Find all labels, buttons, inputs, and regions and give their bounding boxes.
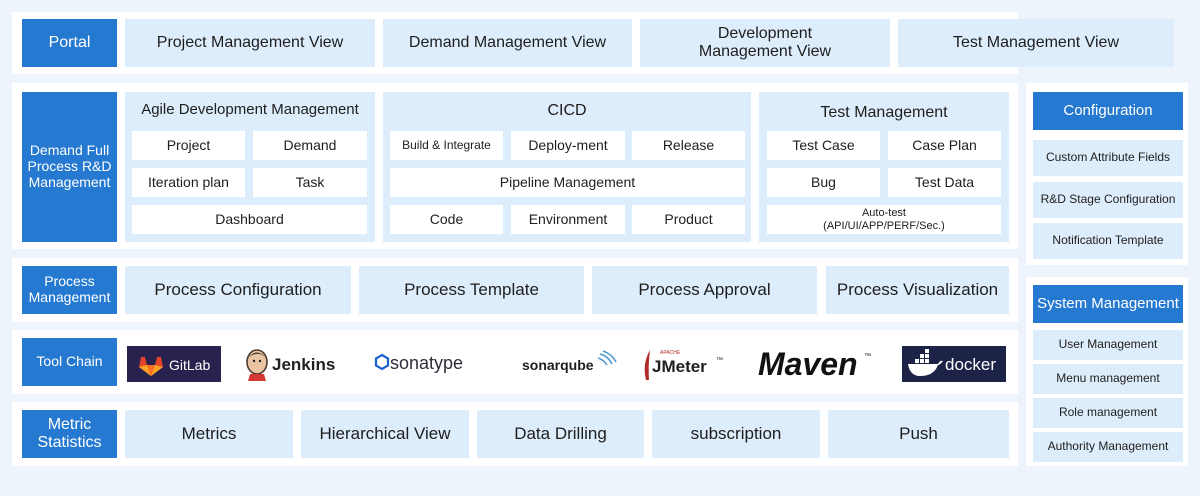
cicd-environment[interactable]: Environment [511, 205, 625, 234]
menu-management[interactable]: Menu management [1033, 364, 1183, 394]
cicd-code[interactable]: Code [390, 205, 503, 234]
development-management-view[interactable]: Development Management View [640, 19, 890, 67]
sonarqube-text: sonarqube [522, 357, 594, 373]
metric-statistics-label[interactable]: Metric Statistics [22, 410, 117, 458]
sonatype-hexagon-icon [374, 353, 390, 371]
metric-push[interactable]: Push [828, 410, 1009, 458]
process-management-label[interactable]: Process Management [22, 266, 117, 314]
project-management-view[interactable]: Project Management View [125, 19, 375, 67]
agile-demand[interactable]: Demand [253, 131, 367, 160]
authority-management[interactable]: Authority Management [1033, 432, 1183, 462]
test-management-view[interactable]: Test Management View [898, 19, 1174, 67]
jmeter-text: JMeter [652, 357, 707, 376]
agile-iteration-plan[interactable]: Iteration plan [132, 168, 245, 197]
gitlab-text: GitLab [169, 357, 210, 373]
process-approval[interactable]: Process Approval [592, 266, 817, 314]
test-title: Test Management [820, 104, 948, 122]
maven-text: Maven [758, 346, 858, 382]
sonarqube-waves-icon [597, 350, 617, 366]
jmeter-feather-icon [644, 350, 650, 380]
demand-management-view[interactable]: Demand Management View [383, 19, 632, 67]
jenkins-logo[interactable]: Jenkins [244, 344, 344, 384]
maven-logo[interactable]: Maven ™ [756, 344, 876, 384]
test-data[interactable]: Test Data [888, 168, 1001, 197]
rd-stage-configuration[interactable]: R&D Stage Configuration [1033, 182, 1183, 218]
sonatype-text: sonatype [390, 353, 463, 373]
jenkins-butler-icon [246, 349, 268, 381]
process-configuration[interactable]: Process Configuration [125, 266, 351, 314]
test-bug[interactable]: Bug [767, 168, 880, 197]
cicd-product[interactable]: Product [632, 205, 745, 234]
metric-hierarchical-view[interactable]: Hierarchical View [301, 410, 469, 458]
test-case[interactable]: Test Case [767, 131, 880, 160]
metric-subscription[interactable]: subscription [652, 410, 820, 458]
jmeter-apache-text: APACHE [660, 350, 681, 356]
docker-logo[interactable]: docker [902, 346, 1006, 382]
process-visualization[interactable]: Process Visualization [826, 266, 1009, 314]
tool-chain-label[interactable]: Tool Chain [22, 338, 117, 386]
custom-attribute-fields[interactable]: Custom Attribute Fields [1033, 140, 1183, 176]
jmeter-logo[interactable]: APACHE JMeter ™ [640, 344, 726, 384]
system-management-title[interactable]: System Management [1033, 285, 1183, 323]
process-template[interactable]: Process Template [359, 266, 584, 314]
cicd-title: CICD [547, 102, 587, 120]
maven-tm-text: ™ [864, 353, 871, 360]
docker-whale-icon [908, 349, 943, 376]
configuration-title[interactable]: Configuration [1033, 92, 1183, 130]
jmeter-tm-text: ™ [716, 357, 723, 364]
notification-template[interactable]: Notification Template [1033, 223, 1183, 259]
demand-full-process-label[interactable]: Demand Full Process R&D Management [22, 92, 117, 242]
role-management[interactable]: Role management [1033, 398, 1183, 428]
user-management[interactable]: User Management [1033, 330, 1183, 360]
test-case-plan[interactable]: Case Plan [888, 131, 1001, 160]
gitlab-logo[interactable]: GitLab [127, 346, 221, 382]
cicd-pipeline-management[interactable]: Pipeline Management [390, 168, 745, 197]
agile-project[interactable]: Project [132, 131, 245, 160]
sonatype-logo[interactable]: sonatype [374, 348, 484, 378]
test-auto-test[interactable]: Auto-test (API/UI/APP/PERF/Sec.) [767, 205, 1001, 234]
agile-dashboard[interactable]: Dashboard [132, 205, 367, 234]
agile-title: Agile Development Management [141, 100, 359, 118]
cicd-build-integrate[interactable]: Build & Integrate [390, 131, 503, 160]
cicd-release[interactable]: Release [632, 131, 745, 160]
agile-task[interactable]: Task [253, 168, 367, 197]
portal-label[interactable]: Portal [22, 19, 117, 67]
gitlab-fox-icon [139, 357, 163, 376]
metric-data-drilling[interactable]: Data Drilling [477, 410, 644, 458]
docker-text: docker [945, 355, 996, 374]
metric-metrics[interactable]: Metrics [125, 410, 293, 458]
cicd-deployment[interactable]: Deploy-ment [511, 131, 625, 160]
sonarqube-logo[interactable]: sonarqube [520, 348, 620, 378]
jenkins-text: Jenkins [272, 355, 335, 374]
